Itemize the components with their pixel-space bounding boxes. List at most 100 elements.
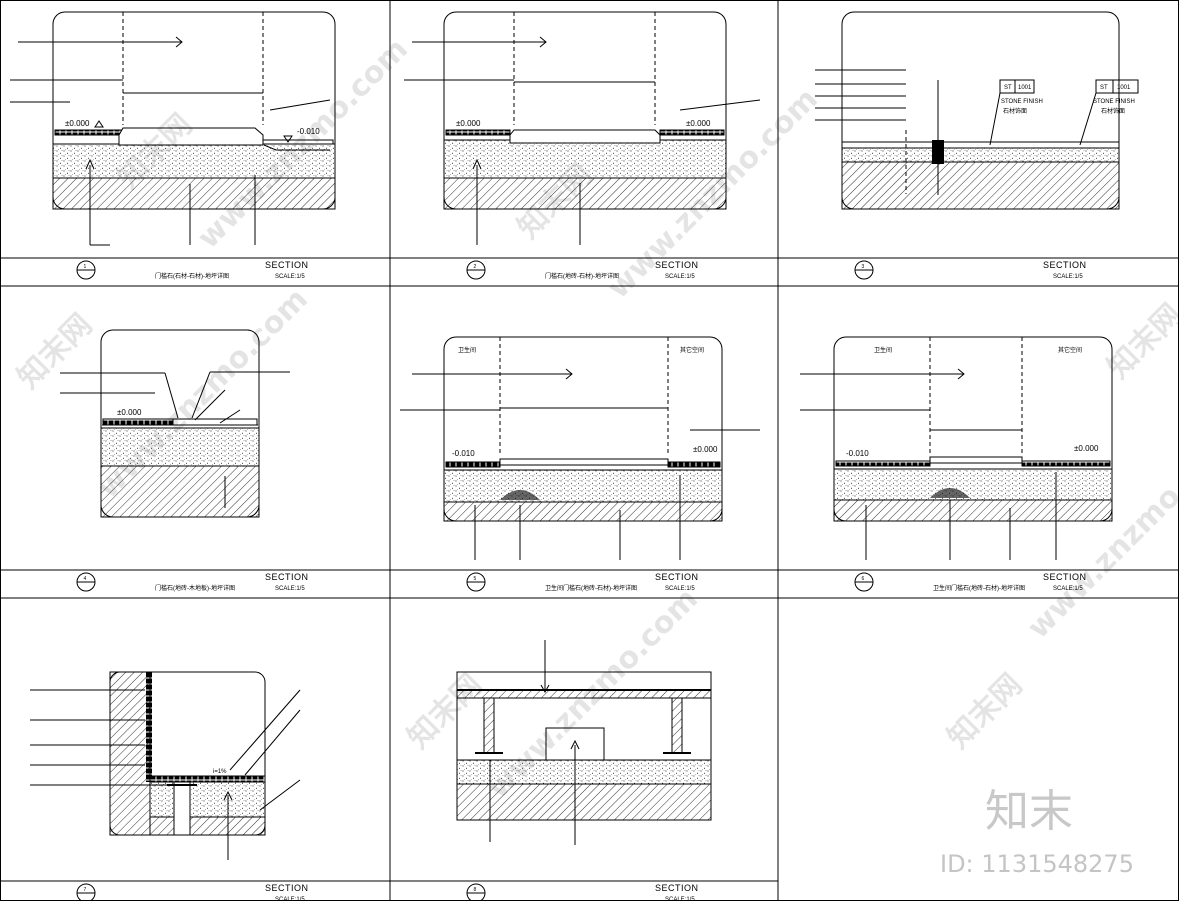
section-panel-7: i=1% bbox=[30, 671, 301, 860]
section-scale: SCALE:1/5 bbox=[275, 274, 305, 280]
tag-label-en: STONE FINISH bbox=[1093, 99, 1135, 105]
tag-number: 1001 bbox=[1018, 85, 1032, 91]
section-number: 7 bbox=[84, 887, 87, 893]
section-subtitle: 卫生间门槛石(地砖-石材)-地坪详图 bbox=[933, 584, 1025, 592]
floor-tile bbox=[835, 460, 931, 467]
pedestal-support bbox=[671, 697, 683, 754]
concrete-slab bbox=[100, 465, 260, 518]
level-label-left: -0.010 bbox=[452, 449, 475, 458]
room-label-left: 卫生间 bbox=[458, 346, 476, 354]
level-label-left: ±0.000 bbox=[117, 408, 142, 417]
section-title: SECTION bbox=[655, 260, 699, 270]
concrete-slab bbox=[456, 783, 712, 821]
mortar-bed bbox=[100, 427, 260, 467]
stone-finish bbox=[841, 141, 1120, 149]
section-scale: SCALE:1/5 bbox=[1053, 586, 1083, 592]
section-title: SECTION bbox=[655, 572, 699, 582]
concrete-slab bbox=[833, 499, 1113, 522]
section-panel-4: ±0.000 bbox=[60, 329, 290, 518]
stone-finish bbox=[262, 139, 334, 145]
floor-tile bbox=[445, 129, 511, 136]
tag-number: 1001 bbox=[1117, 85, 1131, 91]
threshold-stone bbox=[929, 456, 1023, 464]
section-subtitle: 门槛石(地砖-石材)-地坪详图 bbox=[545, 272, 619, 280]
level-label-left: -0.010 bbox=[846, 449, 869, 458]
watermark-cn: 知末网 bbox=[11, 307, 99, 395]
section-title-bar: 8 SECTION SCALE:1/5 bbox=[390, 880, 778, 901]
floor-tile bbox=[1021, 460, 1111, 467]
section-scale: SCALE:1/5 bbox=[665, 274, 695, 280]
mortar-bed bbox=[833, 468, 1113, 501]
section-number: 2 bbox=[474, 264, 477, 270]
section-scale: SCALE:1/5 bbox=[275, 897, 305, 901]
level-label-right: -0.010 bbox=[297, 127, 320, 136]
tag-code: ST bbox=[1004, 85, 1012, 91]
section-panel-2: ±0.000 ±0.000 bbox=[404, 11, 761, 245]
level-label-left: ±0.000 bbox=[456, 119, 481, 128]
mortar-bed bbox=[443, 469, 723, 503]
watermark-cn: 知末网 bbox=[401, 667, 489, 755]
tag-label-cn: 石材饰面 bbox=[1003, 107, 1027, 115]
threshold-stone bbox=[509, 129, 661, 144]
section-scale: SCALE:1/5 bbox=[665, 586, 695, 592]
section-title: SECTION bbox=[265, 883, 309, 893]
floor-tile bbox=[54, 129, 124, 136]
floor-tile bbox=[659, 129, 725, 136]
section-panel-6: 卫生间 其它空间 -0.010 ±0.000 bbox=[800, 336, 1113, 560]
concrete-slab bbox=[841, 161, 1120, 210]
watermark-url: www.znzmo.com bbox=[1021, 422, 1179, 646]
section-title-bar: 3 SECTION SCALE:1/5 bbox=[778, 257, 1179, 280]
slope-label: i=1% bbox=[213, 769, 227, 775]
section-title-bar: 2 SECTION 门槛石(地砖-石材)-地坪详图 SCALE:1/5 bbox=[390, 257, 778, 280]
section-number: 3 bbox=[862, 264, 865, 270]
floor-drain bbox=[173, 781, 191, 836]
material-tag bbox=[999, 79, 1035, 94]
section-panel-3: ST 1001 STONE FINISH 石材饰面 ST 1001 STONE … bbox=[815, 11, 1139, 210]
section-number: 5 bbox=[474, 576, 477, 582]
room-label-left: 卫生间 bbox=[874, 346, 892, 354]
section-title: SECTION bbox=[655, 883, 699, 893]
watermark-cn: 知末网 bbox=[941, 667, 1029, 755]
threshold-stone bbox=[118, 127, 264, 146]
section-title-bar: 4 SECTION 门槛石(地砖-木地板)-地坪详图 SCALE:1/5 bbox=[0, 569, 390, 592]
floor-tile bbox=[445, 461, 501, 468]
concrete-slab bbox=[52, 177, 336, 210]
wall-tile bbox=[146, 672, 152, 782]
section-panel-1: ±0.000 -0.010 bbox=[10, 11, 336, 246]
mortar-bed bbox=[841, 147, 1120, 163]
waterproof-mound bbox=[500, 490, 540, 500]
level-label-right: ±0.000 bbox=[1074, 444, 1099, 453]
section-number: 4 bbox=[84, 576, 87, 582]
mortar-bed bbox=[443, 139, 727, 179]
pedestal-support bbox=[483, 697, 495, 754]
wall bbox=[109, 671, 151, 836]
image-id: ID: 1131548275 bbox=[940, 850, 1134, 878]
level-label-right: ±0.000 bbox=[693, 445, 718, 454]
section-panel-8 bbox=[456, 640, 712, 845]
section-number: 8 bbox=[474, 887, 477, 893]
section-subtitle: 门槛石(地砖-木地板)-地坪详图 bbox=[155, 584, 235, 592]
concrete-slab bbox=[149, 816, 266, 836]
section-scale: SCALE:1/5 bbox=[665, 897, 695, 901]
waterproof-mound bbox=[930, 488, 970, 498]
section-number: 6 bbox=[862, 576, 865, 582]
watermark-cn: 知末网 bbox=[1101, 297, 1179, 385]
brand-logo: 知末 bbox=[985, 786, 1073, 837]
section-title: SECTION bbox=[1043, 572, 1087, 582]
floor-tile bbox=[149, 775, 266, 783]
mortar-bed bbox=[149, 781, 266, 818]
level-label-left: ±0.000 bbox=[65, 119, 90, 128]
level-label-right: ±0.000 bbox=[686, 119, 711, 128]
section-title: SECTION bbox=[265, 260, 309, 270]
section-title: SECTION bbox=[265, 572, 309, 582]
section-subtitle: 门槛石(石材-石材)-地坪详图 bbox=[155, 272, 229, 280]
section-scale: SCALE:1/5 bbox=[1053, 274, 1083, 280]
section-scale: SCALE:1/5 bbox=[275, 586, 305, 592]
threshold-stone bbox=[499, 458, 669, 466]
section-title-bar: 6 SECTION 卫生间门槛石(地砖-石材)-地坪详图 SCALE:1/5 bbox=[778, 569, 1179, 592]
room-label-right: 其它空间 bbox=[680, 346, 704, 354]
section-title: SECTION bbox=[1043, 260, 1087, 270]
